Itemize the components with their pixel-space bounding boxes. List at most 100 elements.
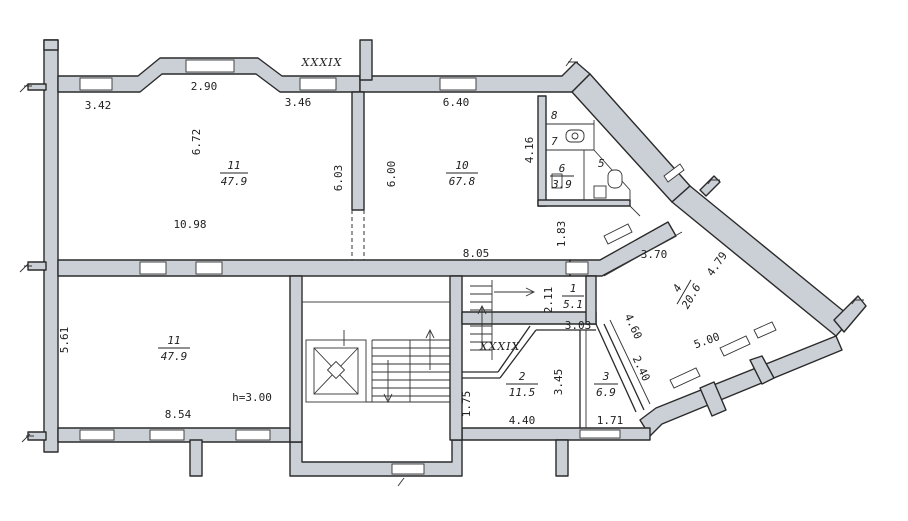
- shower-tray-icon: [593, 185, 607, 199]
- room-area: 47.9: [221, 175, 248, 188]
- room-3-label: 3 6.9: [594, 370, 618, 399]
- window: [565, 261, 589, 275]
- sanitary-fixtures: [551, 129, 623, 199]
- stair-small: [470, 280, 536, 360]
- dimension-label: 3.46: [285, 96, 312, 109]
- room-8-label: 8: [551, 109, 558, 122]
- dimension-label: 6.00: [385, 161, 398, 188]
- interior-lines: [351, 120, 683, 428]
- wall-stair-right: [449, 275, 463, 441]
- window: [139, 261, 167, 275]
- dimension-label: 5.61: [58, 327, 71, 354]
- room-10-label: 11 47.9: [220, 159, 248, 188]
- room-area: 20.6: [679, 281, 704, 311]
- dimension-label: 5.00: [692, 330, 721, 351]
- wall-room1-right: [585, 275, 597, 325]
- window: [391, 463, 425, 475]
- window: [235, 429, 271, 441]
- dimension-label: 3.42: [85, 99, 112, 112]
- wall-diagonal-southeast: [639, 335, 843, 437]
- window: [663, 163, 685, 183]
- dimension-label: 3.45: [552, 369, 565, 396]
- sink-icon: [551, 173, 563, 189]
- dimension-label: 2.90: [191, 80, 218, 93]
- window: [79, 77, 113, 91]
- window: [753, 321, 777, 339]
- dimension-label: 1.75: [460, 391, 473, 418]
- axis-marks: XXXIX XXXIX: [301, 56, 521, 353]
- dimension-label: 4.40: [509, 414, 536, 427]
- room-area: 47.9: [161, 350, 188, 363]
- wall-left: [43, 39, 59, 453]
- exterior-walls: [43, 39, 867, 477]
- window: [299, 77, 337, 91]
- window: [603, 223, 633, 245]
- axis-mark: XXXIX: [301, 56, 343, 69]
- window: [79, 429, 115, 441]
- window: [185, 59, 235, 73]
- room-number: 7: [551, 135, 558, 148]
- windows: [79, 59, 777, 475]
- room-area: 11.5: [509, 386, 536, 399]
- room-number: 6: [559, 162, 566, 175]
- dimension-label: 1.83: [555, 221, 568, 248]
- window: [149, 429, 185, 441]
- dimension-label: 4.16: [523, 137, 536, 164]
- room-number: 5: [598, 157, 605, 170]
- wall-bath-bottom: [537, 199, 631, 207]
- room-9-label: 10 67.8: [446, 159, 478, 188]
- dimension-label: 6.40: [443, 96, 470, 109]
- window: [439, 77, 477, 91]
- wall-middle-horizontal-right: [569, 221, 677, 277]
- dimension-label: 4.60: [622, 312, 645, 342]
- window: [195, 261, 223, 275]
- room-number: 11: [167, 334, 180, 347]
- dimension-label: 4.79: [704, 249, 730, 278]
- room-4-label: 4 20.6: [670, 279, 704, 311]
- dimension-label: 8.05: [463, 247, 490, 260]
- wall-diagonal-northeast: [571, 73, 691, 203]
- dimension-label: 3.70: [641, 248, 668, 261]
- axis-mark: XXXIX: [479, 340, 521, 353]
- room-7-label: 7: [551, 135, 558, 148]
- dimension-label: 10.98: [173, 218, 206, 231]
- wall-stair-bottom: [289, 439, 463, 477]
- dimension-label: 8.54: [165, 408, 192, 421]
- window: [719, 335, 751, 357]
- window: [669, 367, 701, 389]
- room-11-label: 11 47.9: [158, 334, 190, 363]
- window: [579, 429, 621, 439]
- dimension-label: 6.03: [332, 165, 345, 192]
- room-number: 8: [551, 109, 558, 122]
- stair-treads: [366, 339, 450, 403]
- room-5-label: 5: [598, 157, 605, 170]
- wall-bath-left: [537, 95, 547, 207]
- dimension-label: 2.11: [542, 287, 555, 314]
- room-number: 1: [570, 282, 577, 295]
- room-area: 3.9: [551, 178, 572, 191]
- dimension-label: 6.72: [190, 129, 203, 156]
- wall-middle-horizontal: [57, 259, 571, 277]
- dimension-label: 1.71: [597, 414, 624, 427]
- room-number: 3: [602, 370, 610, 383]
- wall-pier-northeast: [833, 295, 867, 333]
- dimension-label: 3.03: [565, 319, 592, 332]
- wall-diagonal-east: [671, 185, 853, 337]
- ceiling-height-label: h=3.00: [232, 391, 272, 404]
- toilet-icon: [607, 169, 623, 189]
- wall-piers: [27, 39, 775, 477]
- room-area: 6.9: [596, 386, 616, 399]
- room-number: 4: [670, 282, 685, 294]
- room-number: 2: [519, 370, 526, 383]
- room-6-label: 6 3.9: [550, 162, 574, 191]
- wall-partition-10-9: [351, 91, 365, 211]
- wall-stair-left: [289, 275, 303, 443]
- washbasin-icon: [565, 129, 585, 143]
- staircase: [301, 275, 536, 404]
- room-number: 11: [227, 159, 240, 172]
- room-number: 10: [455, 159, 469, 172]
- room-1-label: 1 5.1: [562, 282, 584, 311]
- room-area: 67.8: [449, 175, 476, 188]
